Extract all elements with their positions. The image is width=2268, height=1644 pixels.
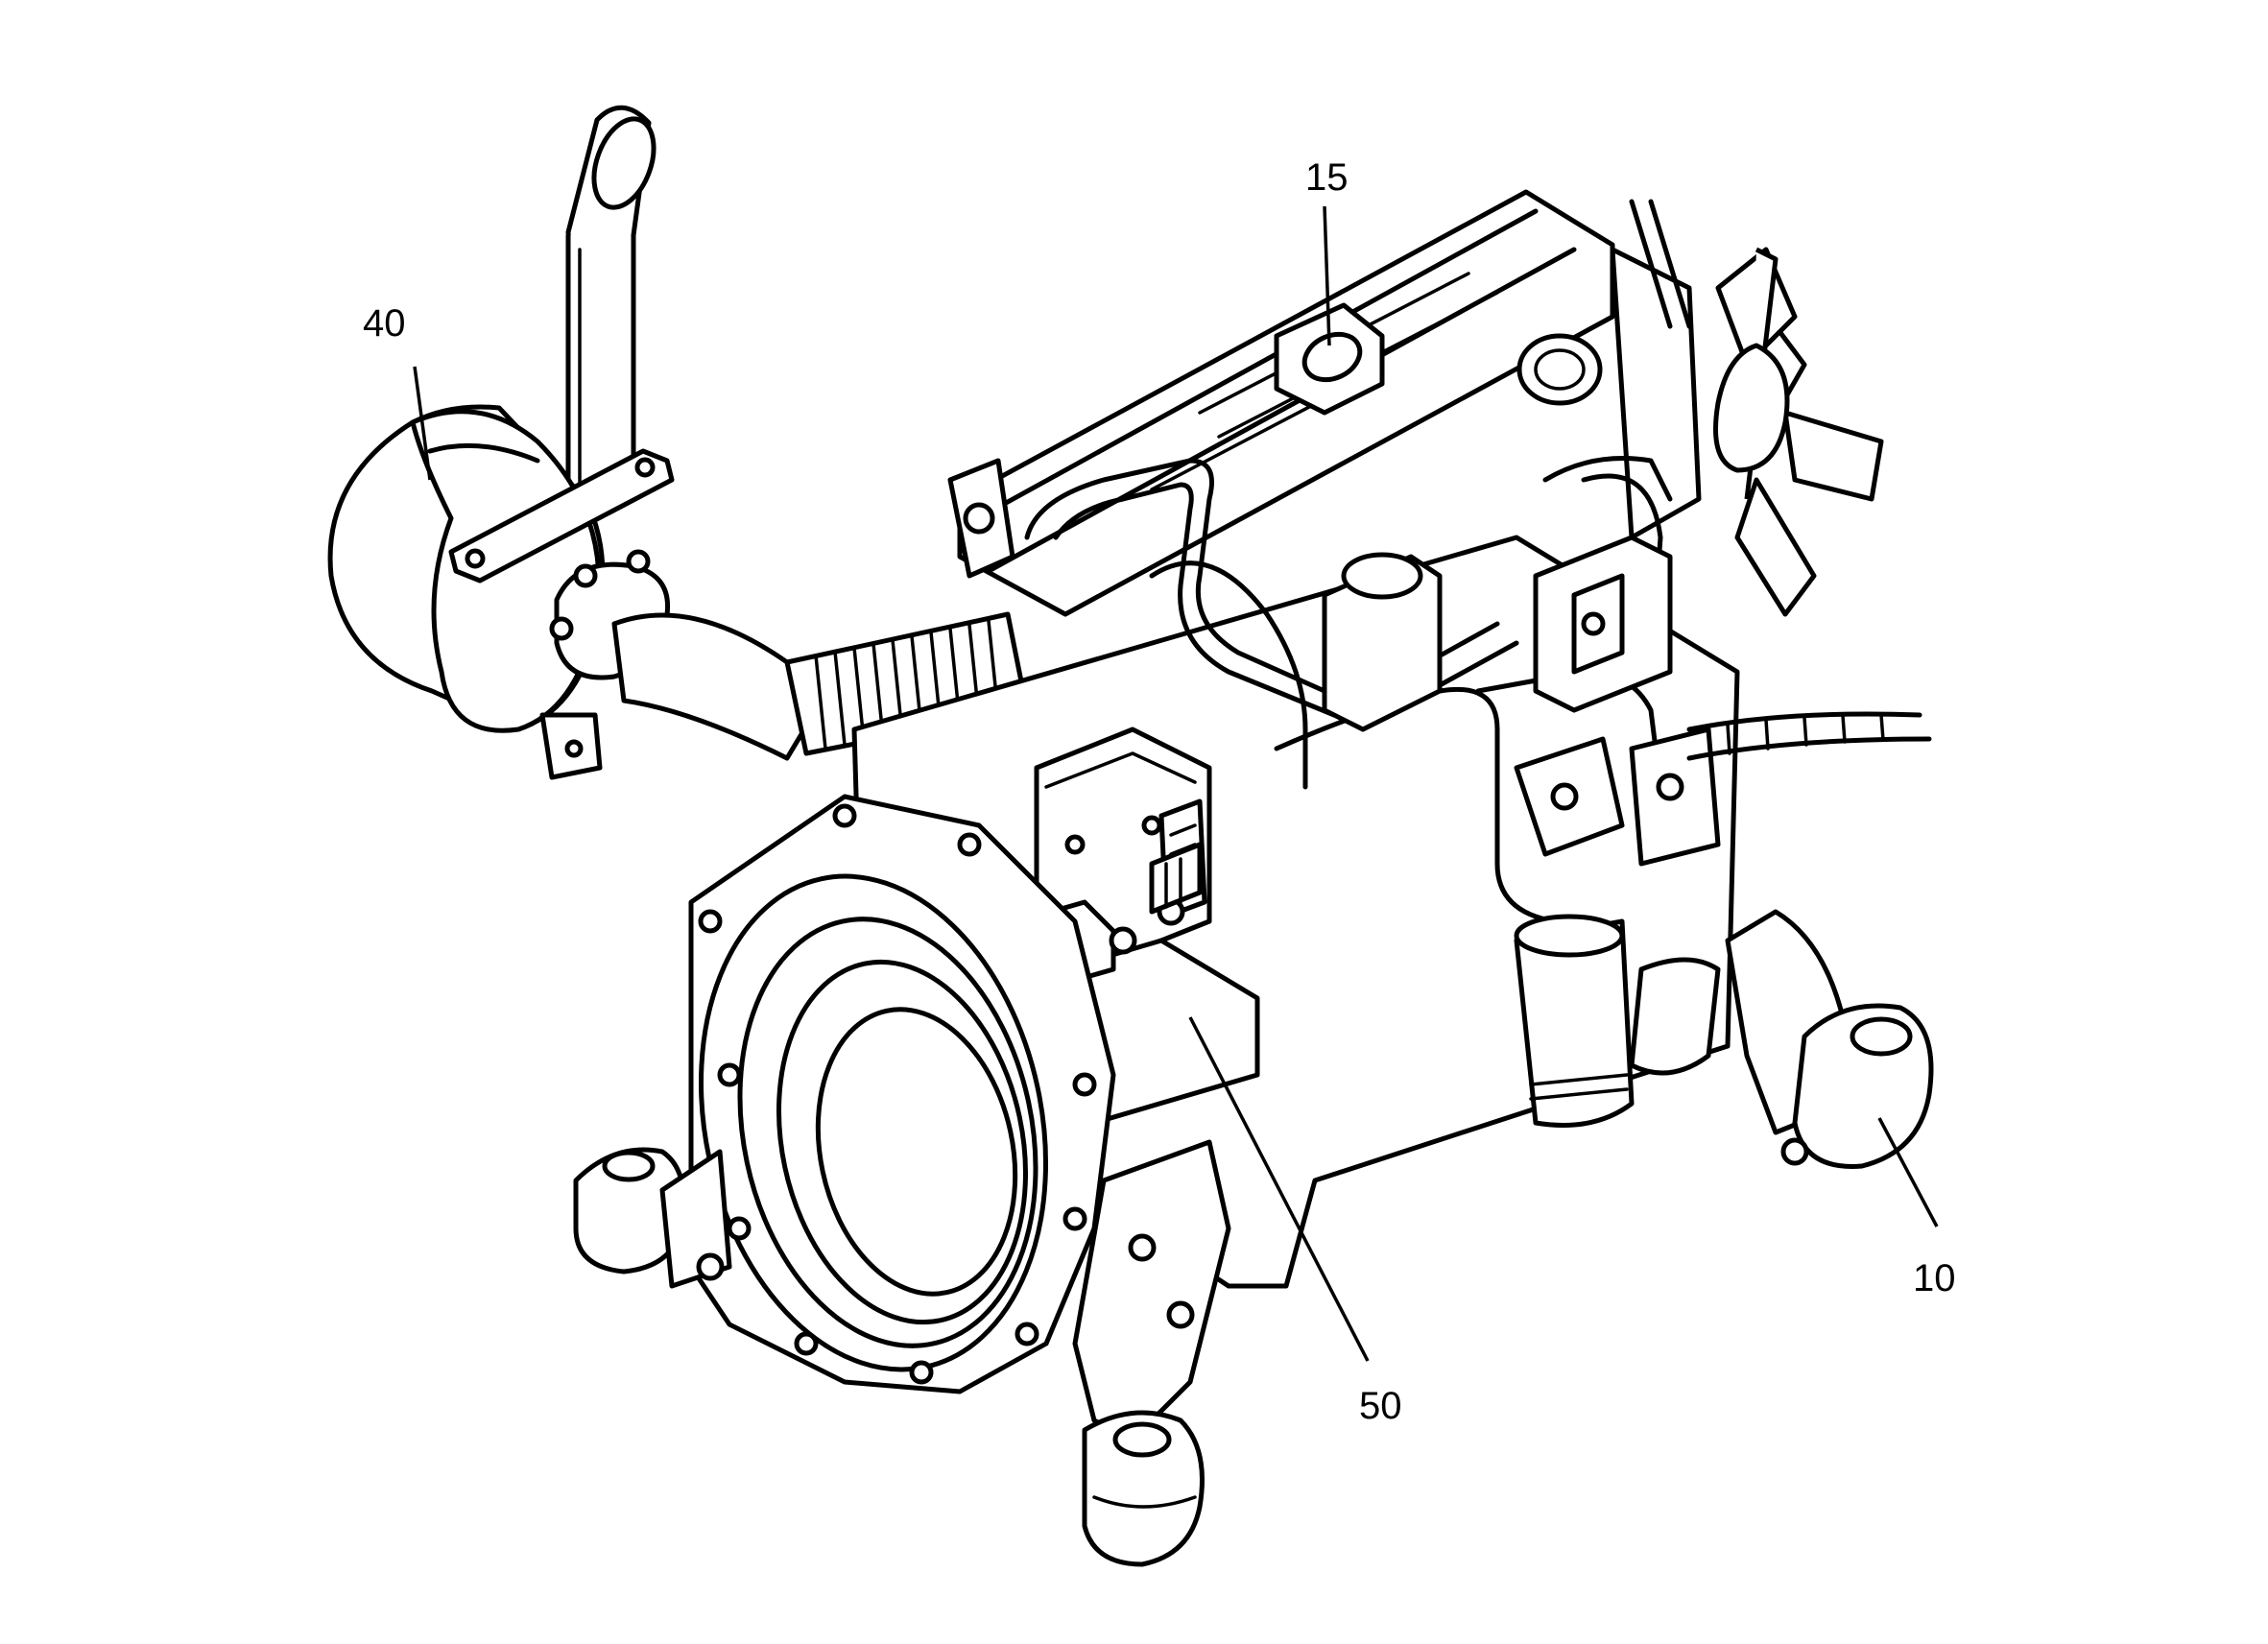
flywheel-housing	[688, 794, 1116, 1394]
engine-mount-front-left	[573, 1147, 732, 1289]
callout-50: 50	[1359, 1385, 1402, 1427]
callout-15: 15	[1305, 156, 1349, 199]
flywheel-housing-bolts	[698, 803, 1097, 1385]
cooling-fan	[1629, 199, 1884, 617]
callout-40: 40	[363, 302, 406, 345]
injection-pump	[1322, 535, 1721, 867]
exhaust-stack	[565, 105, 657, 502]
leader-10	[1877, 1117, 1939, 1227]
leader-50	[1188, 1016, 1370, 1362]
muffler	[327, 404, 675, 780]
callout-10: 10	[1913, 1257, 1956, 1299]
engine-mount-rear-right	[1725, 909, 1934, 1169]
leader-15	[1323, 205, 1331, 346]
oil-filter	[1514, 914, 1721, 1128]
leader-40	[413, 366, 432, 481]
callout-labels: 40 15 10 50	[363, 156, 1956, 1427]
callout-leaders	[413, 205, 1939, 1362]
engine-mount-front-right	[1072, 1139, 1231, 1567]
wiring-harness	[1686, 711, 1932, 761]
